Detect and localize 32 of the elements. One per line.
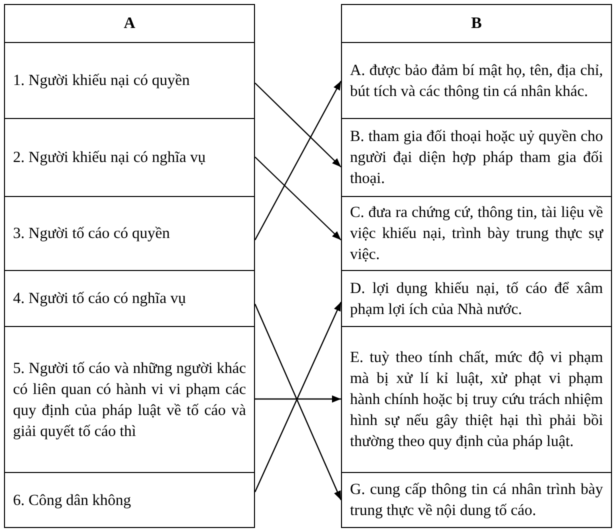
header-text: B <box>471 14 482 34</box>
item-text: 3. Người tố cáo có quyền <box>13 224 170 244</box>
table-cell <box>4 118 255 197</box>
header-text: A <box>124 14 136 34</box>
item-text: 5. Người tố cáo và những người khác có liên quan có hành vi vi phạm các quy định của pháp luật về tố cáo và giải quyết tố cáo thì <box>13 358 246 442</box>
table-cell <box>341 270 612 327</box>
arrow <box>254 156 342 240</box>
table-cell <box>4 42 255 119</box>
table-cell <box>341 42 612 119</box>
table-cell <box>341 118 612 197</box>
table-cell <box>4 472 255 528</box>
item-text: 4. Người tố cáo có nghĩa vụ <box>13 289 186 309</box>
item-text: G. cung cấp thông tin cá nhân trình bày trung thực về nội dung tố cáo. <box>350 480 603 521</box>
table-cell <box>341 472 612 528</box>
item-text: C. đưa ra chứng cứ, thông tin, tài liệu về việc khiếu nại, trình bày trung thực sự việc. <box>350 203 603 265</box>
table-cell <box>4 196 255 271</box>
table-cell <box>341 196 612 271</box>
item-text: 6. Công dân không <box>13 490 131 510</box>
column-header <box>341 4 612 43</box>
item-text: A. được bảo đảm bí mật họ, tên, địa chỉ, bút tích và các thông tin cá nhân khác. <box>350 60 603 102</box>
item-text: B. tham gia đối thoại hoặc uỷ quyền cho người đại diện hợp pháp tham gia đối thoại. <box>350 127 603 189</box>
item-text: 1. Người khiếu nại có quyền <box>13 71 190 91</box>
item-text: E. tuỳ theo tính chất, mức độ vi phạm mà bị xử lí kỉ luật, xử phạt vi phạm hành chính hoặc bị truy cứu trách nhiệm hình sự nếu gây thiệt hại thì phải bồi thường theo quy định của pháp luật. <box>350 348 603 452</box>
column-header <box>4 4 255 43</box>
table-cell <box>4 270 255 327</box>
arrow <box>254 80 342 240</box>
item-text: 2. Người khiếu nại có nghĩa vụ <box>13 148 206 168</box>
arrow <box>254 82 342 168</box>
arrow <box>255 395 341 403</box>
table-cell <box>4 326 255 473</box>
table-cell <box>341 326 612 473</box>
item-text: D. lợi dụng khiếu nại, tố cáo để xâm phạm lợi ích của Nhà nước. <box>350 278 603 320</box>
